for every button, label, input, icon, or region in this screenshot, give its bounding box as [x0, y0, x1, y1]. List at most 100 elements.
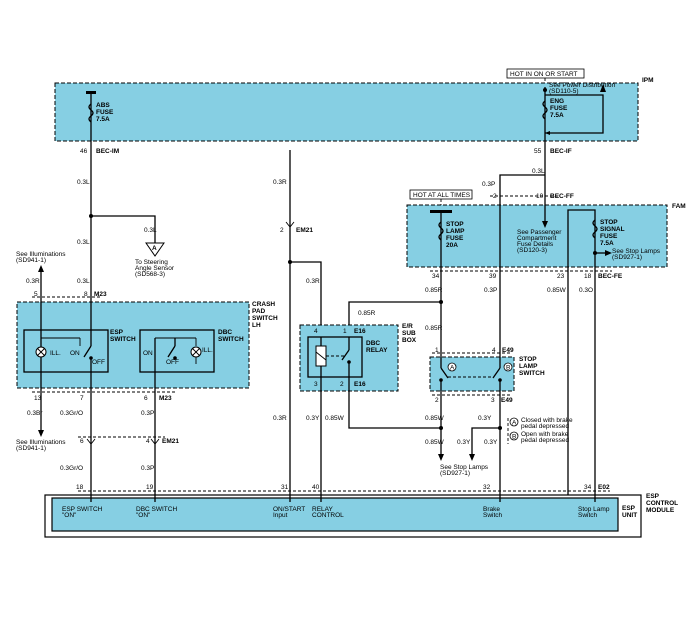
- wire-label-03r-d: 0.3R: [273, 415, 287, 422]
- wire-label-03p-c: 0.3P: [482, 181, 495, 188]
- esp-pin-19: 19: [146, 484, 154, 491]
- fam-hot-label: HOT AT ALL TIMES: [413, 192, 471, 199]
- esp-off-label: OFF: [92, 359, 105, 366]
- stop-lamp-fuse-2: LAMP: [446, 228, 465, 235]
- esp-switch-1: ESP: [110, 329, 124, 336]
- wire-label-03br: 0.3Br: [27, 410, 43, 417]
- wire-label-085w-c: 0.85W: [425, 415, 445, 422]
- dbc-switch-1: DBC: [218, 329, 232, 336]
- fam-name: FAM: [672, 203, 686, 210]
- wire-label-085w-b: 0.85W: [325, 415, 345, 422]
- dbc-off-label: OFF: [166, 359, 179, 366]
- esp-label-brake-2: Switch: [483, 512, 503, 519]
- er-pin-2: 2: [340, 381, 344, 388]
- er-name-3: BOX: [402, 337, 417, 344]
- stop-switch-output-wires: 0.85W 0.85W 0.3Y 0.3Y 0.3Y See Stop Lamp…: [425, 391, 502, 495]
- stop-conn-top: E49: [502, 347, 514, 354]
- wire-label-03r-b: 0.3R: [273, 179, 287, 186]
- steering-ref-line3: (SD568-3): [135, 271, 165, 278]
- wire-label-03o: 0.3O: [579, 287, 593, 294]
- eng-fuse-name: ENG: [550, 98, 564, 105]
- crash-pin-13: 13: [34, 395, 42, 402]
- em21-pin-6: 6: [80, 438, 84, 445]
- illum-top-line1: See Illuminations: [16, 251, 66, 258]
- fam-pin-10: 10: [536, 193, 544, 200]
- esp-control-module: ESP CONTROL MODULE ESP UNIT 18 19 31 40 …: [44, 484, 678, 538]
- wire-label-085w-a: 0.85W: [547, 287, 567, 294]
- esp-ill-label: ILL.: [50, 350, 61, 357]
- stop-pin-4: 4: [492, 347, 496, 354]
- wire-label-03y-d: 0.3Y: [484, 439, 498, 446]
- esp-pin-34: 34: [584, 484, 592, 491]
- esp-label-onstart-2: Input: [273, 512, 288, 519]
- esp-label-dbc-switch-1: DBC SWITCH: [136, 506, 177, 513]
- crash-name-1: CRASH: [252, 301, 275, 308]
- esp-label-onstart-1: ON/START: [273, 506, 305, 513]
- passenger-ref-2: Compartment: [517, 235, 557, 242]
- stop-pin-1: 1: [435, 347, 439, 354]
- fam-output-wires: 0.85R 0.3P 0.85W 0.3O 0.85R 0.85R: [348, 275, 596, 495]
- esp-label-stoplamp-2: Switch: [578, 512, 598, 519]
- esp-name-1: ESP: [646, 493, 660, 500]
- stop-lamp-fuse-1: STOP: [446, 221, 464, 228]
- crash-pin-5: 5: [34, 291, 38, 298]
- dbc-ill-label: ILL.: [202, 347, 213, 354]
- stop-signal-fuse-4: 7.5A: [600, 240, 614, 247]
- dbc-switch-2: SWITCH: [218, 336, 244, 343]
- ipm-pin-right: 55: [534, 148, 542, 155]
- dbc-relay-1: DBC: [366, 340, 380, 347]
- wire-label-03p-a: 0.3P: [141, 410, 154, 417]
- er-name-2: SUB: [402, 330, 416, 337]
- stop-name-3: SWITCH: [519, 370, 545, 377]
- esp-conn: E02: [598, 484, 610, 491]
- wire-label-03l-e: 0.3L: [532, 168, 545, 175]
- abs-fuse-rating: 7.5A: [96, 116, 110, 123]
- esp-pin-18: 18: [76, 484, 84, 491]
- stop-lamp-fuse-4: 20A: [446, 242, 458, 249]
- power-ref-line1: See Power Distribution: [549, 82, 615, 89]
- esp-pin-32: 32: [483, 484, 491, 491]
- esp-unit-2: UNIT: [622, 512, 637, 519]
- ipm-hot-label: HOT IN ON OR START: [510, 71, 578, 78]
- er-sub-box: E/R SUB BOX 4 1 E16 DBC RELAY 3 2 E16 0.…: [299, 323, 441, 495]
- crash-pad-output-wires: 0.3Br See Illuminations (SD941-1) 0.3Gr/…: [16, 388, 179, 495]
- crash-name-3: SWITCH: [252, 315, 278, 322]
- er-conn-bottom: E16: [354, 381, 366, 388]
- note-a-line2: pedal depressed: [521, 423, 569, 430]
- stop-name-1: STOP: [519, 356, 537, 363]
- stop-signal-fuse-3: FUSE: [600, 233, 618, 240]
- em21-pin-4: 4: [146, 438, 150, 445]
- crash-conn-bottom: M23: [159, 395, 172, 402]
- esp-name-3: MODULE: [646, 507, 675, 514]
- crash-pin-8: 8: [84, 291, 88, 298]
- illum-bottom-line2: (SD941-1): [16, 445, 46, 452]
- esp-name-2: CONTROL: [646, 500, 678, 507]
- wire-label-085r-b: 0.85R: [358, 310, 376, 317]
- abs-fuse-name: ABS: [96, 102, 110, 109]
- fam-pin-39: 39: [489, 273, 497, 280]
- wire-03r-column: 0.3R 2 EM21 0.3R 0.3R: [273, 150, 322, 495]
- dbc-on-label: ON: [143, 350, 153, 357]
- crash-pin-7: 7: [80, 395, 84, 402]
- note-a-marker: A: [512, 420, 517, 427]
- crash-conn-top: M23: [94, 291, 107, 298]
- er-pin-3: 3: [314, 381, 318, 388]
- stop-lamps-bottom-1: See Stop Lamps: [440, 464, 489, 471]
- er-name-1: E/R: [402, 323, 413, 330]
- stop-conn-bottom: E49: [501, 397, 513, 404]
- wire-label-03r-c: 0.3R: [306, 278, 320, 285]
- esp-label-dbc-switch-2: "ON": [136, 512, 151, 519]
- stop-lamp-switch: 1 4 E49 STOP LAMP SWITCH A B 2 3 E49 A C…: [429, 347, 573, 444]
- stop-signal-fuse-2: SIGNAL: [600, 226, 625, 233]
- wire-label-085r-c: 0.85R: [425, 325, 443, 332]
- crash-name-2: PAD: [252, 308, 266, 315]
- wire-label-085w-d: 0.85W: [425, 439, 445, 446]
- esp-switch-2: SWITCH: [110, 336, 136, 343]
- stop-name-2: LAMP: [519, 363, 538, 370]
- illum-top-line2: (SD941-1): [16, 257, 46, 264]
- wire-label-03l-b: 0.3L: [144, 227, 157, 234]
- illumination-ref-top: See Illuminations (SD941-1) 0.3R: [16, 251, 66, 302]
- eng-fuse: ENG FUSE 7.5A See Power Distribution (SD…: [534, 82, 615, 155]
- esp-label-stoplamp-1: Stop Lamp: [578, 506, 610, 513]
